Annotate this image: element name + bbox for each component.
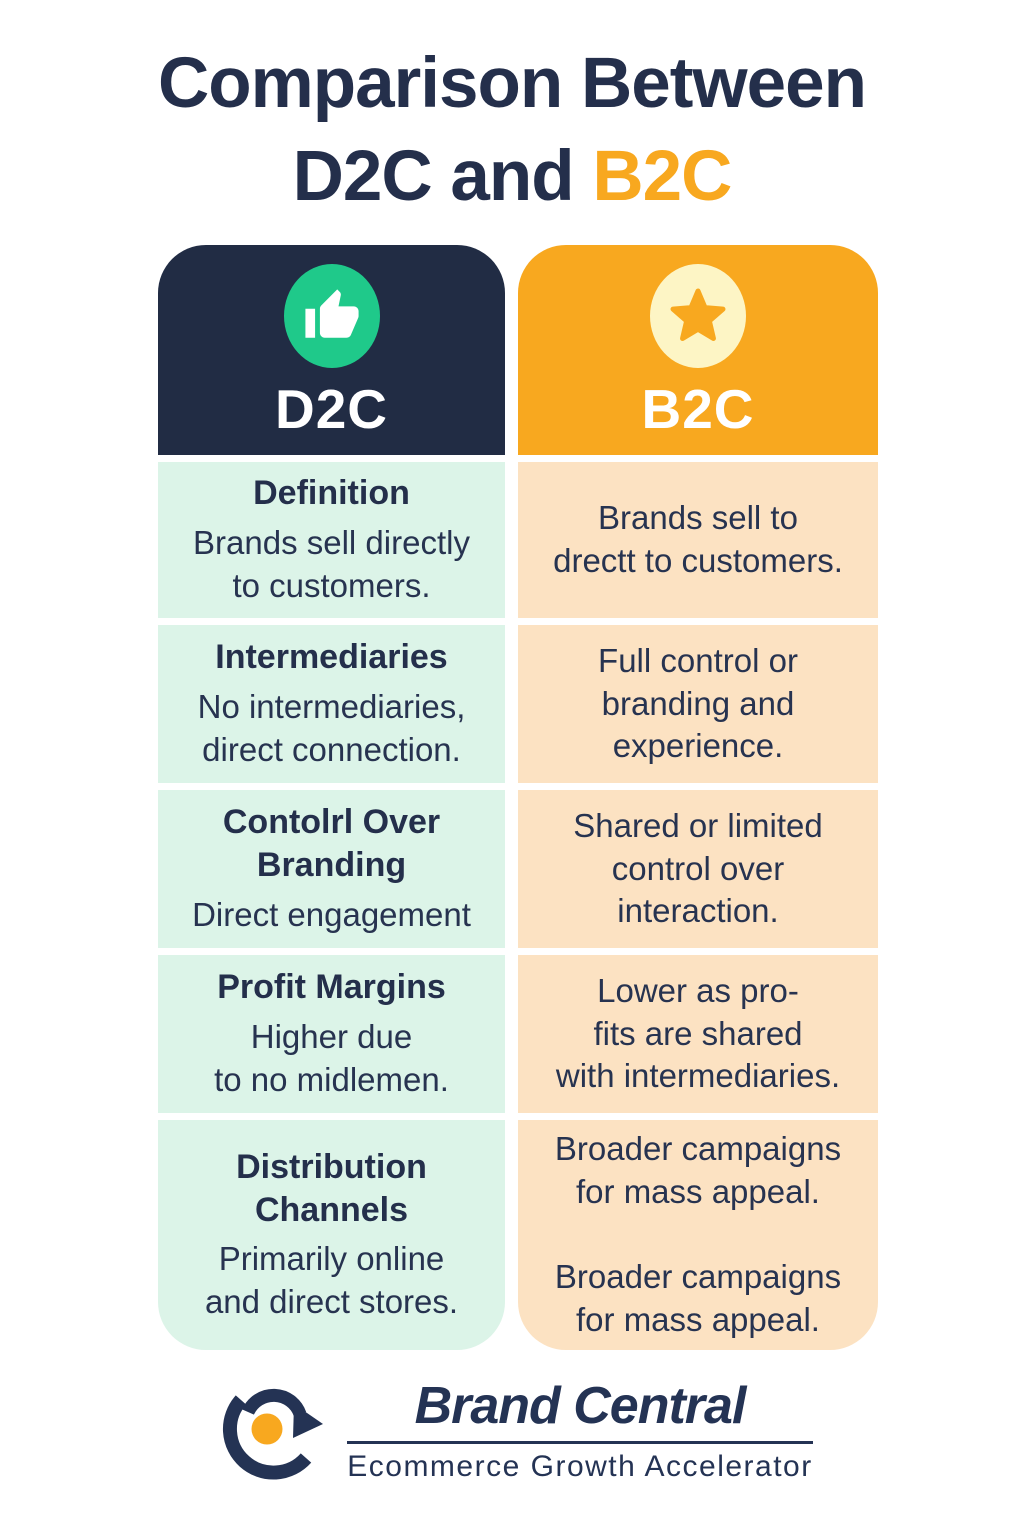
table-row-distribution-b2c: Broader campaigns for mass appeal. Broad…: [518, 1120, 878, 1350]
page-title-b2c: B2C: [592, 137, 732, 216]
b2c-header-label: B2C: [641, 377, 755, 440]
row-title: Profit Margins: [217, 968, 446, 1007]
row-body: Higher due to no midlemen.: [214, 1018, 449, 1098]
table-row-intermediaries-b2c: Full control or branding and experience.: [518, 625, 878, 783]
row-body: Broader campaigns for mass appeal. Broad…: [554, 1129, 842, 1339]
table-row-definition-d2c: Definition Brands sell directly to custo…: [158, 462, 505, 618]
row-body: Shared or limited control over interacti…: [573, 806, 823, 930]
title-block: Comparison Between D2C and B2C: [0, 48, 1024, 212]
d2c-header-label: D2C: [274, 377, 389, 440]
row-body: Lower as pro- fits are shared with inter…: [555, 971, 841, 1095]
row-body: Primarily online and direct stores.: [204, 1240, 459, 1321]
comparison-table: D2C B2C Definition Brands sell directly …: [158, 245, 878, 1350]
row-title: Intermediaries: [215, 638, 448, 677]
page-title-line2: D2C and B2C: [0, 141, 1024, 212]
row-body: Brands sell directly to customers.: [193, 524, 470, 604]
thumbs-up-icon: [283, 263, 380, 368]
page-title-d2c: D2C and: [292, 137, 575, 216]
table-row-intermediaries-d2c: Intermediaries No intermediaries, direct…: [158, 625, 505, 783]
table-row-profit-d2c: Profit Margins Higher due to no midlemen…: [158, 955, 505, 1113]
brand-central-logo-icon: [223, 1388, 324, 1480]
b2c-header-card: B2C: [518, 245, 878, 455]
brand-divider: [347, 1441, 813, 1445]
brand-name: Brand Central: [414, 1376, 747, 1435]
brand-text-block: Brand Central Ecommerce Growth Accelerat…: [347, 1376, 813, 1484]
table-row-profit-b2c: Lower as pro- fits are shared with inter…: [518, 955, 878, 1113]
table-row-control-b2c: Shared or limited control over interacti…: [518, 790, 878, 948]
footer-brand: Brand Central Ecommerce Growth Accelerat…: [0, 1368, 1024, 1494]
row-body: Full control or branding and experience.: [598, 641, 798, 765]
row-title: Distribution Channels: [236, 1147, 427, 1229]
page-title-line1: Comparison Between: [158, 44, 867, 123]
row-body: No intermediaries, direct connection.: [197, 688, 466, 768]
row-title: Contolrl Over Branding: [222, 803, 441, 885]
star-icon: [650, 263, 746, 368]
table-row-distribution-d2c: Distribution Channels Primarily online a…: [158, 1120, 505, 1350]
brand-tagline: Ecommerce Growth Accelerator: [347, 1450, 813, 1484]
table-row-control-d2c: Contolrl Over Branding Direct engagement: [158, 790, 505, 948]
row-body: Direct engagement: [192, 895, 471, 933]
row-title: Definition: [253, 474, 410, 513]
row-body: Brands sell to drectt to customers.: [553, 499, 843, 579]
d2c-header-card: D2C: [158, 245, 505, 455]
table-row-definition-b2c: Brands sell to drectt to customers.: [518, 462, 878, 618]
